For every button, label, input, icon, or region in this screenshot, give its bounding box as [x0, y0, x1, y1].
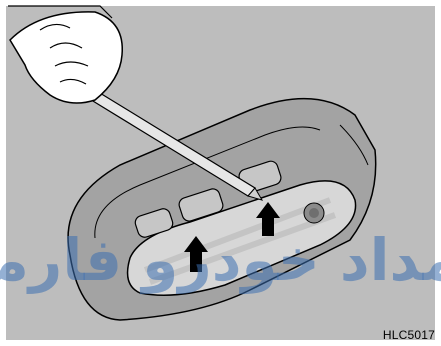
watermark-text: امداد خودرو فارما: [0, 226, 441, 295]
figure-code-label: HLC5017: [383, 328, 435, 342]
